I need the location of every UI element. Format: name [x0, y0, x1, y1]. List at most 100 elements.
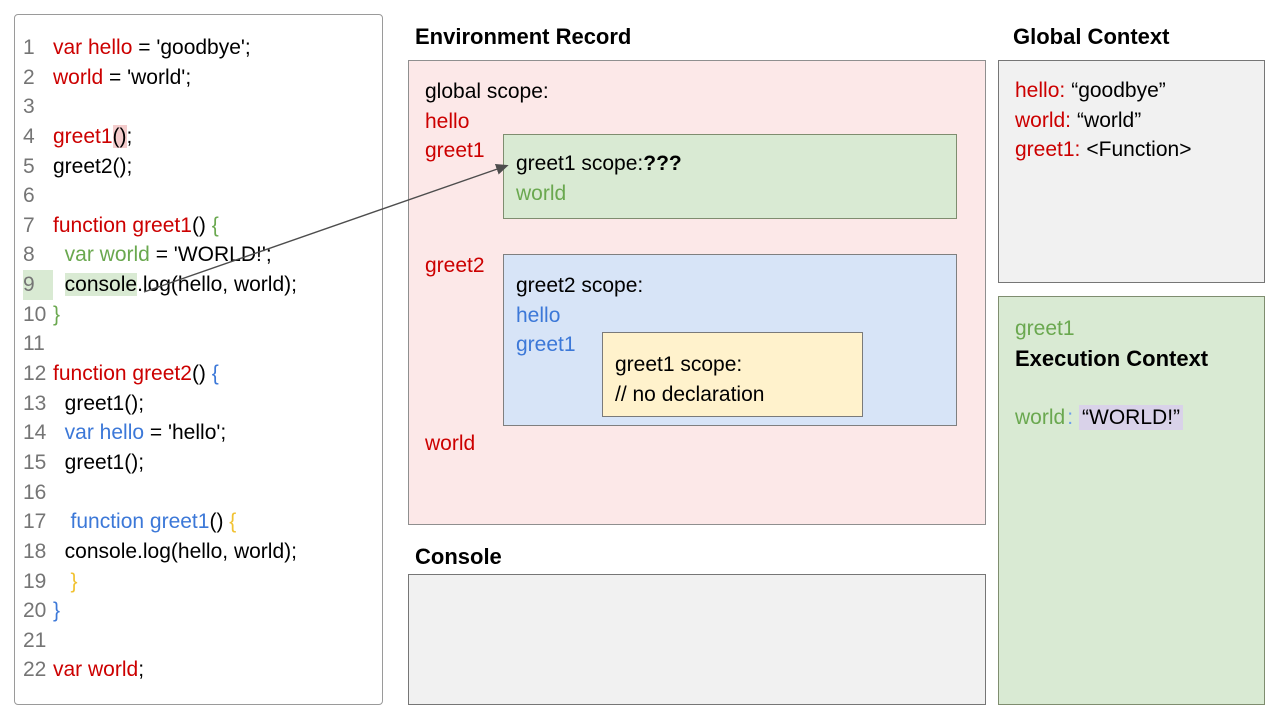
line-number: 5	[23, 154, 35, 178]
line-number: 8	[23, 243, 35, 267]
code-line: 19 }	[15, 567, 382, 597]
code-text: }	[70, 569, 78, 593]
code-line: 14 var hello = 'hello';	[15, 418, 382, 448]
line-number: 7	[23, 213, 35, 237]
global-scope-label: global scope:	[425, 80, 549, 103]
code-text: function greet1() {	[53, 213, 219, 237]
line-number: 11	[23, 332, 45, 356]
code-text: console.log(hello, world);	[53, 539, 297, 563]
line-number: 16	[23, 480, 47, 504]
global-scope-box: global scope: hello greet1 greet2 world …	[408, 60, 986, 525]
code-text: var hello = 'hello';	[64, 421, 227, 445]
code-line: 1 var hello = 'goodbye';	[15, 33, 382, 63]
var-name: world	[1015, 405, 1066, 429]
var-value: “goodbye”	[1071, 79, 1166, 102]
line-number: 6	[23, 184, 35, 208]
execution-context-var-world: world:“WORLD!”	[1015, 403, 1264, 433]
greet2-scope-var-hello: hello	[516, 303, 561, 327]
line-number: 18	[23, 539, 47, 563]
greet2-scope-label: greet2 scope:	[516, 274, 644, 297]
spacer	[1015, 373, 1264, 403]
code-line: 17 function greet1() {	[15, 507, 382, 537]
code-line: 7 function greet1() {	[15, 211, 382, 241]
code-text: function greet1() {	[70, 510, 237, 534]
console-title: Console	[415, 544, 502, 569]
code-text: var hello = 'goodbye';	[53, 36, 251, 59]
global-context-row-world: world:“world”	[1015, 106, 1264, 136]
line-number: 9	[23, 270, 53, 300]
code-line: 5 greet2();	[15, 152, 382, 182]
line-number: 15	[23, 450, 47, 474]
line-number: 20	[23, 599, 47, 623]
code-editor-panel: 1 var hello = 'goodbye'; 2 world = 'world';…	[14, 14, 383, 705]
global-context-title: Global Context	[1013, 24, 1170, 49]
code-text: greet1();	[53, 450, 145, 474]
code-line: 4 greet1();	[15, 122, 382, 152]
code-text: var world;	[53, 658, 145, 682]
line-number: 10	[23, 302, 47, 326]
execution-context-title: Execution Context	[1015, 345, 1209, 371]
greet2-scope-box: greet2 scope: hello greet1 greet1 scope:…	[503, 254, 957, 426]
code-text: var world = 'WORLD!';	[64, 243, 272, 267]
global-scope-vars: global scope: hello greet1	[425, 77, 549, 166]
var-value: “world”	[1077, 108, 1142, 132]
line-number: 4	[23, 124, 35, 148]
code-lines: 1 var hello = 'goodbye'; 2 world = 'world';…	[15, 33, 382, 685]
line-number: 21	[23, 628, 47, 652]
line-number: 2	[23, 65, 35, 89]
code-line: 16	[15, 478, 382, 508]
global-context-row-hello: hello:“goodbye”	[1015, 76, 1264, 106]
line-number: 19	[23, 569, 47, 593]
global-scope-var-greet2: greet2	[425, 254, 485, 277]
code-text: greet1();	[53, 391, 145, 415]
code-line: 8 var world = 'WORLD!';	[15, 240, 382, 270]
execution-context-function: greet1	[1015, 317, 1075, 340]
code-line: 20}	[15, 596, 382, 626]
code-text: }	[53, 302, 61, 326]
greet1-scope-unknown: ???	[643, 152, 682, 175]
global-scope-var-hello: hello	[425, 109, 470, 133]
line-number: 12	[23, 362, 47, 386]
code-text: console.log(hello, world);	[64, 273, 297, 297]
line-number: 22	[23, 658, 47, 682]
line-number: 1	[23, 36, 35, 59]
greet1-scope-box: greet1 scope:??? world	[503, 134, 957, 219]
code-line: 15 greet1();	[15, 448, 382, 478]
greet2-scope-var-greet1: greet1	[516, 333, 576, 357]
environment-record-title: Environment Record	[415, 24, 632, 49]
code-line: 13 greet1();	[15, 389, 382, 419]
line-number: 3	[23, 95, 35, 119]
line-number: 14	[23, 421, 47, 445]
global-context-row-greet1: greet1:<Function>	[1015, 135, 1264, 165]
greet1-scope-var-world: world	[516, 181, 567, 205]
var-name: hello:	[1015, 79, 1066, 102]
colon: :	[1067, 405, 1074, 429]
inner-greet1-scope-box: greet1 scope: // no declaration	[602, 332, 863, 417]
code-line: 18 console.log(hello, world);	[15, 537, 382, 567]
var-name: world:	[1015, 108, 1072, 132]
code-text: }	[53, 599, 61, 623]
execution-context-box: greet1 Execution Context world:“WORLD!”	[998, 296, 1265, 705]
code-text: world = 'world';	[53, 65, 192, 89]
line-number: 13	[23, 391, 47, 415]
code-text: greet2();	[53, 154, 133, 178]
console-output-box	[408, 574, 986, 705]
var-value: “WORLD!”	[1079, 404, 1184, 430]
global-context-box: hello:“goodbye” world:“world” greet1:<Fu…	[998, 60, 1265, 283]
global-scope-var-greet1: greet1	[425, 139, 485, 163]
inner-greet1-scope-comment: // no declaration	[615, 382, 765, 406]
var-name: greet1:	[1015, 138, 1081, 162]
global-scope-var-world: world	[425, 432, 476, 455]
line-number: 17	[23, 510, 47, 534]
var-value: <Function>	[1086, 138, 1192, 162]
code-line: 11	[15, 329, 382, 359]
code-line: 9 console.log(hello, world);	[15, 270, 382, 300]
code-line: 3	[15, 92, 382, 122]
code-line: 2 world = 'world';	[15, 63, 382, 93]
code-text: greet1();	[53, 124, 133, 148]
code-line: 6	[15, 181, 382, 211]
inner-greet1-scope-label: greet1 scope:	[615, 353, 743, 376]
